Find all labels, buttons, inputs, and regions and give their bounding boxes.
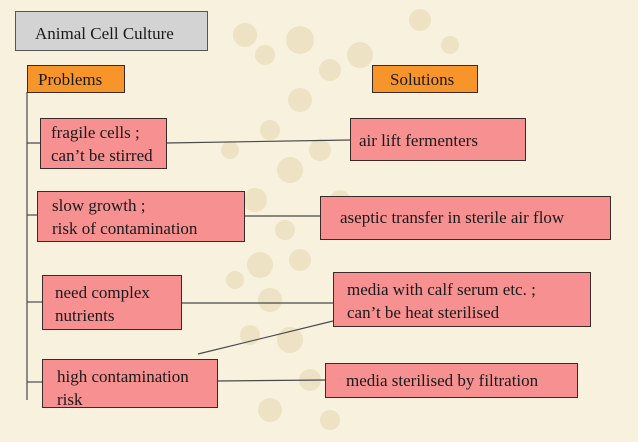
- solution-2-line-1: aseptic transfer in sterile air flow: [340, 208, 565, 227]
- solution-1-line-1: air lift fermenters: [359, 131, 478, 150]
- problems-header: Problems: [27, 65, 125, 93]
- solution-box-3: media with calf serum etc. ; can’t be he…: [333, 272, 591, 327]
- solutions-header-text: Solutions: [390, 70, 455, 89]
- problem-box-3: need complex nutrients: [42, 275, 182, 330]
- solutions-header: Solutions: [372, 65, 478, 93]
- problem-box-4: high contamination risk: [42, 359, 218, 409]
- solution-3-line-1: media with calf serum etc. ;: [347, 280, 536, 299]
- problem-4-line-2: risk: [57, 390, 83, 409]
- solution-box-2: aseptic transfer in sterile air flow: [320, 196, 611, 240]
- solution-3-line-2: can’t be heat sterilised: [347, 303, 500, 322]
- diagonal-connector: [197, 320, 334, 355]
- problem-box-2: slow growth ; risk of contamination: [37, 191, 245, 242]
- problem-3-line-2: nutrients: [55, 306, 115, 325]
- problem-2-line-2: risk of contamination: [52, 219, 198, 238]
- problems-header-text: Problems: [38, 70, 103, 89]
- problem-box-1: fragile cells ; can’t be stirred: [40, 118, 167, 169]
- solution-box-1: air lift fermenters: [350, 118, 526, 161]
- connector-line-1: [165, 139, 351, 144]
- title-text: Animal Cell Culture: [35, 24, 174, 43]
- solution-box-4: media sterilised by filtration: [325, 363, 578, 398]
- solution-4-line-1: media sterilised by filtration: [346, 371, 539, 390]
- title-box: Animal Cell Culture: [15, 11, 208, 51]
- problem-1-line-2: can’t be stirred: [51, 146, 153, 165]
- problem-3-line-1: need complex: [55, 283, 150, 302]
- problem-2-line-1: slow growth ;: [52, 196, 146, 215]
- connector-line-4: [216, 379, 326, 382]
- problem-4-line-1: high contamination: [57, 367, 189, 386]
- problem-1-line-1: fragile cells ;: [51, 123, 140, 142]
